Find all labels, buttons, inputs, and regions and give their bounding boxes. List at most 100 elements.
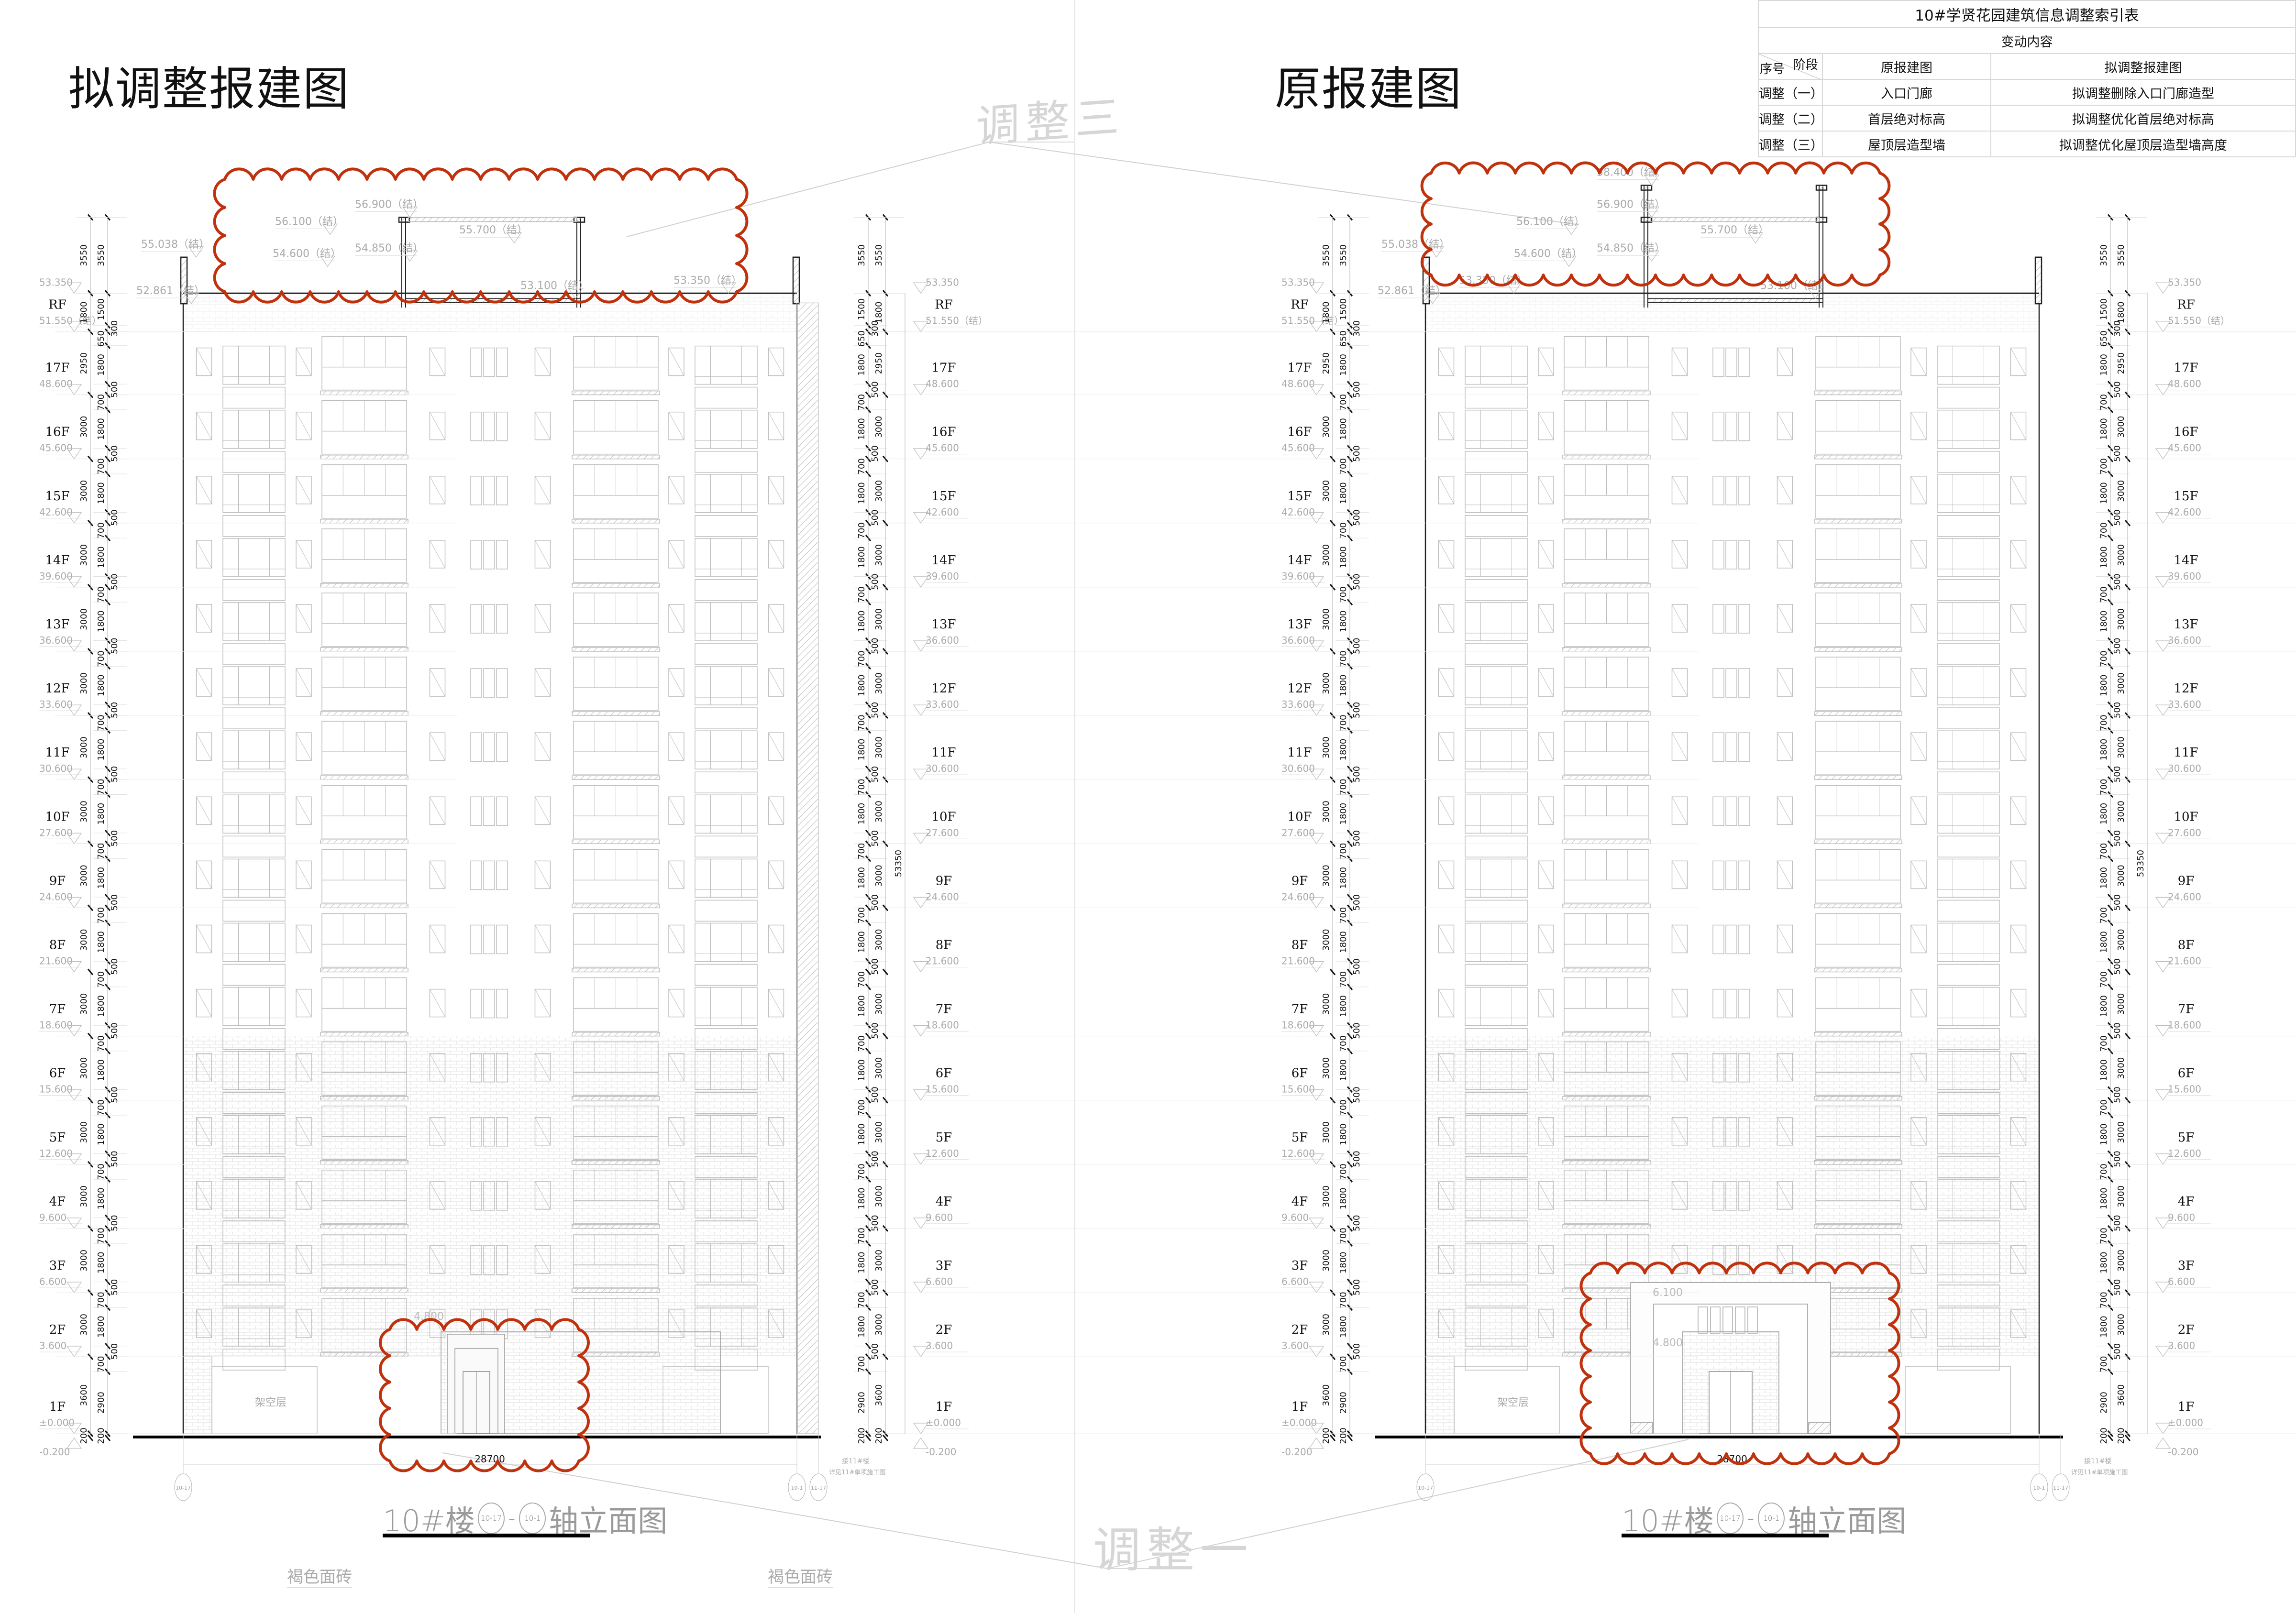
window-swing — [768, 476, 784, 505]
table-row: 调整（三） 屋顶层造型墙 拟调整优化屋顶层造型墙高度 — [1758, 131, 2296, 157]
window — [470, 411, 482, 441]
width-dimension: 28700 — [475, 1453, 505, 1465]
spandrel-panel — [1465, 386, 1528, 409]
axis-bubble: 10-17 — [477, 1503, 505, 1534]
floor-elevation: 18.600 — [1281, 1020, 1315, 1031]
window-swing — [196, 925, 212, 953]
roof-elevation: 53.350 — [1281, 276, 1315, 288]
window — [470, 732, 482, 762]
window-swing — [1438, 925, 1454, 953]
small-window — [1777, 1053, 1793, 1082]
window — [1465, 922, 1528, 962]
dimension-value: 3000 — [1321, 736, 1331, 758]
window-swing — [1538, 732, 1554, 761]
dimension-value: 3000 — [874, 544, 884, 566]
level-marker-icon — [1428, 246, 1445, 258]
level-marker-icon — [66, 704, 82, 716]
level-marker-icon — [1644, 206, 1660, 218]
dimension-value: 700 — [96, 1292, 106, 1308]
balcony-slab — [1562, 903, 1651, 909]
dimension-value: 500 — [110, 638, 120, 654]
dimension-value: 2950 — [2116, 352, 2126, 374]
window-swing — [196, 412, 212, 440]
window-swing — [768, 540, 784, 569]
window — [470, 924, 482, 955]
small-window — [1538, 668, 1554, 697]
dimension-value: 1800 — [2099, 418, 2109, 440]
small-window — [2010, 1245, 2027, 1274]
level-marker-icon — [66, 1025, 82, 1037]
window-swing — [535, 925, 551, 953]
window-swing — [1910, 861, 1927, 889]
adjustment-index-table: 10#学贤花园建筑信息调整索引表 变动内容 阶段 序号 原报建图 拟调整报建图 … — [1758, 0, 2296, 157]
small-window — [1538, 1309, 1554, 1338]
balcony-slab — [1814, 1224, 1902, 1229]
window — [1712, 796, 1724, 826]
dimension-value: 700 — [2099, 1292, 2109, 1308]
floor-elevation: 15.600 — [2168, 1084, 2201, 1095]
floor-label: RF — [48, 298, 66, 312]
window-swing — [1777, 476, 1793, 505]
level-marker-icon — [1308, 704, 1325, 716]
balcony-slab — [1814, 647, 1902, 652]
roof-elevation-label: 55.038（结） — [141, 239, 210, 251]
floor-label: 6F — [49, 1066, 66, 1081]
floor-elevation: 45.600 — [926, 442, 959, 454]
window-swing — [1777, 668, 1793, 697]
small-window — [668, 411, 684, 440]
small-window — [534, 860, 551, 889]
window-swing — [1910, 1053, 1927, 1081]
small-window — [1910, 668, 1927, 697]
small-window — [768, 1309, 784, 1338]
balcony-slab — [572, 1031, 660, 1037]
spandrel-panel — [695, 1092, 758, 1114]
floor-elevation: 30.600 — [1281, 763, 1315, 774]
small-window — [296, 1053, 312, 1082]
dimension-value: 3000 — [79, 480, 89, 502]
dimension-value: 500 — [1352, 1215, 1362, 1231]
small-window — [429, 411, 446, 440]
spandrel-panel — [222, 1349, 286, 1371]
dimension-value: 300 — [1352, 320, 1362, 337]
dimension-value: 500 — [870, 1215, 880, 1231]
window-swing — [296, 476, 312, 505]
dimension-value: 3000 — [79, 1121, 89, 1143]
small-window — [534, 476, 551, 505]
window-swing — [668, 1053, 684, 1081]
level-marker-icon — [913, 833, 929, 845]
dimension-value: 1800 — [96, 931, 106, 953]
axis-bubble — [809, 1473, 828, 1501]
floor-3 — [1425, 1228, 2039, 1306]
window-swing — [535, 1245, 551, 1274]
level-marker-icon — [2155, 576, 2171, 588]
small-window — [668, 1245, 684, 1274]
window-swing — [1910, 989, 1927, 1017]
small-window — [2010, 860, 2027, 889]
dimension-value: 500 — [1352, 574, 1362, 590]
window — [496, 988, 508, 1019]
window — [1937, 794, 2000, 834]
dimension-value: 500 — [870, 830, 880, 846]
dimension-value: 3000 — [1321, 929, 1331, 951]
dimension-value: 700 — [96, 1035, 106, 1052]
dimension-value: 3000 — [2116, 865, 2126, 887]
floor-4 — [183, 1164, 797, 1242]
window — [1738, 796, 1750, 826]
small-window — [1777, 1117, 1793, 1146]
dimension-value: 500 — [110, 381, 120, 397]
dimension-value: 1800 — [79, 302, 89, 324]
small-window — [196, 924, 212, 954]
dimension-tick — [2107, 1434, 2114, 1441]
dimension-value: 500 — [1352, 766, 1362, 782]
dimension-value: 1800 — [2099, 1059, 2109, 1081]
small-window — [1438, 411, 1455, 440]
level-marker-icon — [402, 250, 418, 262]
small-window — [1777, 1181, 1793, 1210]
small-window — [1438, 1053, 1455, 1082]
dimension-value: 500 — [2112, 702, 2122, 718]
dimension-value: 700 — [1338, 907, 1348, 923]
spandrel-panel — [695, 643, 758, 665]
dimension-value: 1800 — [1321, 302, 1331, 324]
small-window — [1777, 476, 1793, 505]
